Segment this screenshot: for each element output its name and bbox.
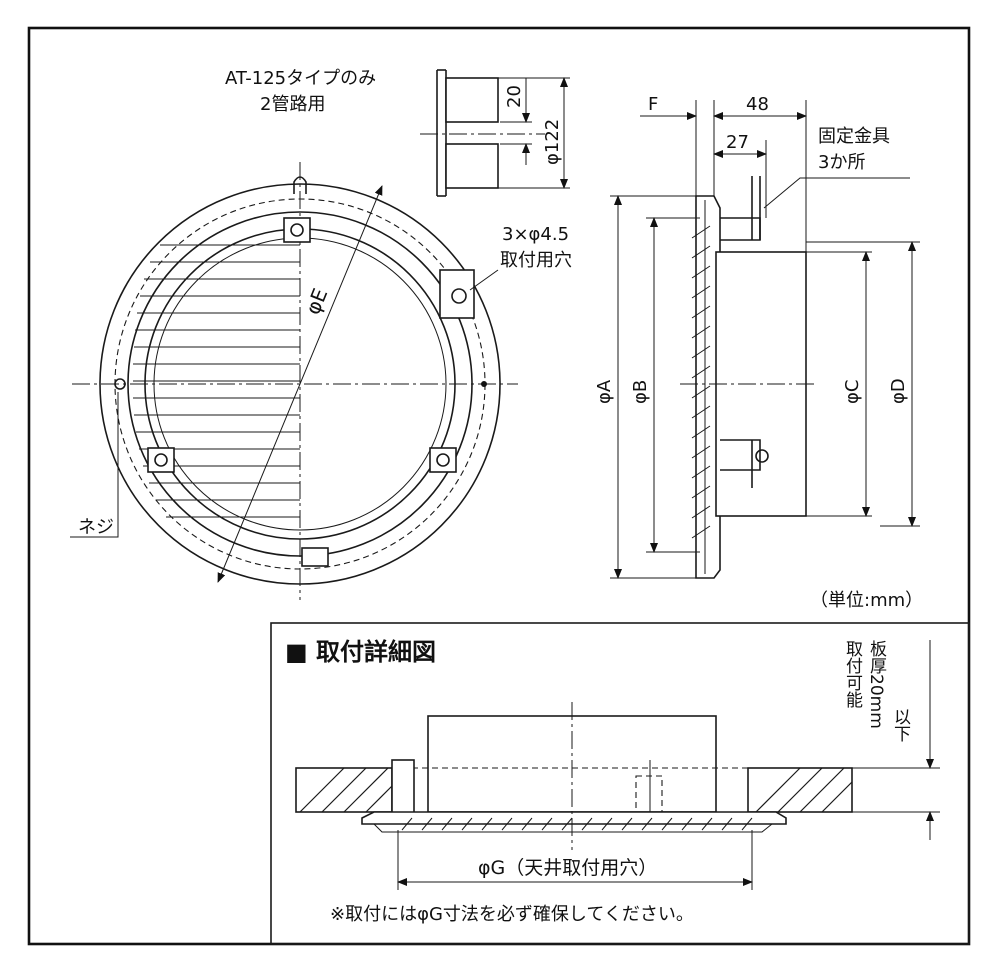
label-dim-48: 48 xyxy=(746,94,769,115)
label-phi-c: φC xyxy=(842,380,863,404)
detail-footnote: ※取付にはφG寸法を必ず確保してください。 xyxy=(330,904,694,925)
label-mount-hole: 取付用穴 xyxy=(500,250,572,271)
detail-frame xyxy=(270,622,970,945)
label-board-note-1: 取付可能 xyxy=(842,640,863,709)
label-mount-hole-size: 3×φ4.5 xyxy=(502,224,569,245)
label-unit: （単位:mm） xyxy=(810,590,923,611)
label-phi-b: φB xyxy=(630,380,651,404)
detail-title: ■ 取付詳細図 xyxy=(285,638,436,666)
label-dim-f: F xyxy=(648,94,658,115)
front-view xyxy=(70,162,518,600)
label-phi-e: φE xyxy=(300,285,332,318)
label-phi-g: φG（天井取付用穴） xyxy=(478,857,657,879)
detail-drawing xyxy=(295,640,940,890)
two-pipe-view xyxy=(420,69,570,197)
label-at125-note: AT-125タイプのみ xyxy=(225,68,376,89)
label-phi-d: φD xyxy=(888,378,909,404)
label-fixing-bracket: 固定金具 xyxy=(818,126,890,147)
label-three-places: 3か所 xyxy=(818,152,865,173)
label-board-note-2: 板厚20mm xyxy=(866,640,887,729)
label-board-note-3: 以下 xyxy=(890,708,911,742)
label-phi-a: φA xyxy=(594,379,615,404)
label-screw: ネジ xyxy=(78,517,114,538)
label-dim-20: 20 xyxy=(504,85,525,108)
side-view xyxy=(610,100,920,579)
label-dim-27: 27 xyxy=(726,132,749,153)
label-dim-phi122: φ122 xyxy=(542,119,563,165)
label-two-pipe: 2管路用 xyxy=(260,94,325,115)
